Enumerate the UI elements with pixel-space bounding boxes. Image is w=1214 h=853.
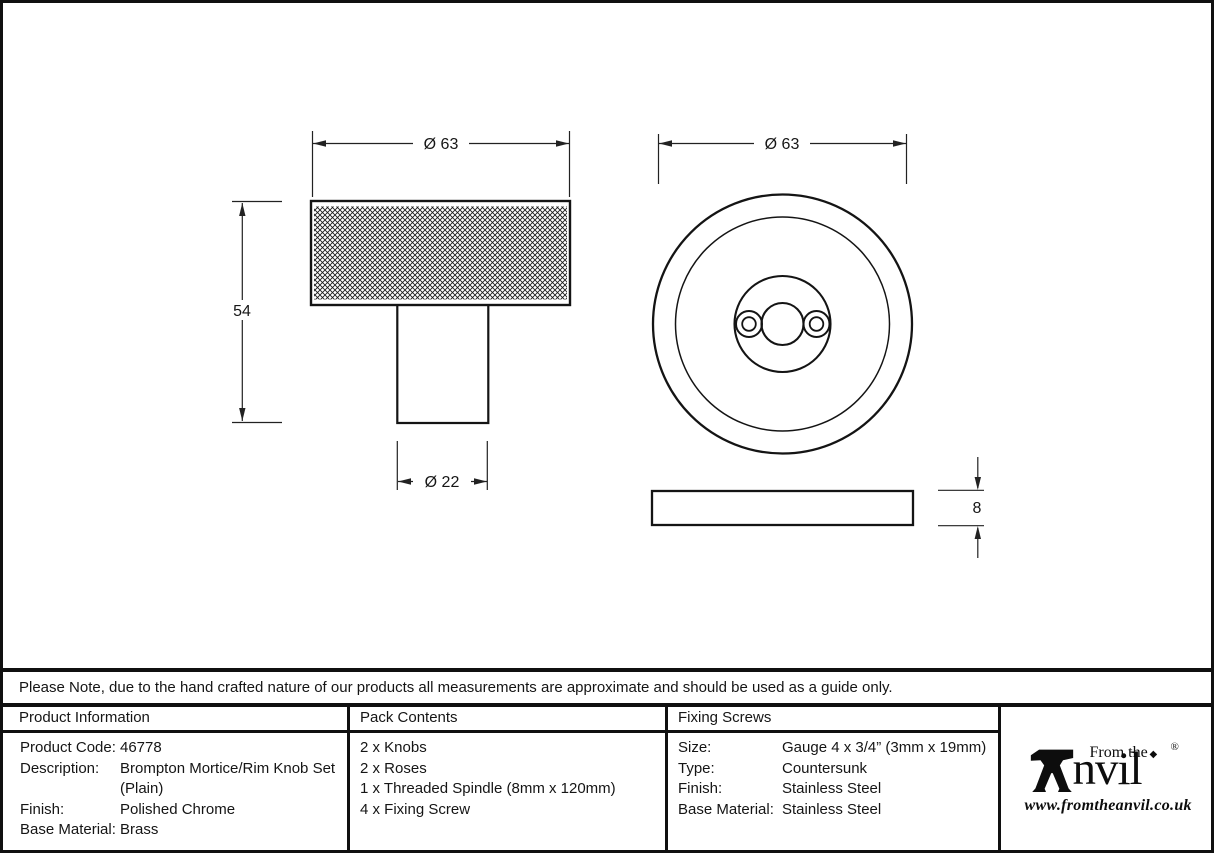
arrow-right-icon [556, 140, 569, 147]
knob-side-view [309, 199, 572, 425]
screw-hole-right-outer [802, 310, 831, 338]
divider-header-body [0, 730, 1001, 733]
row-label: Finish: [20, 800, 65, 818]
dimension-knob-height: 54 [232, 200, 282, 424]
pack-contents-body: 2 x Knobs 2 x Roses 1 x Threaded Spindle… [360, 738, 616, 820]
table-row: Product Code: 46778 [20, 738, 335, 759]
rose-thickness-label: 8 [973, 500, 982, 517]
stem-diameter-label: Ø 22 [425, 474, 460, 491]
arrow-up-icon [974, 526, 981, 539]
divider-drawing-note [0, 668, 1214, 672]
list-item: 1 x Threaded Spindle (8mm x 120mm) [360, 780, 616, 798]
extension-lines [311, 131, 571, 197]
arrow-left-icon [398, 478, 411, 485]
dimension-rose-diameter: Ø 63 [657, 133, 908, 184]
rose-outer-circle [651, 193, 914, 455]
table-row: Base Material: Stainless Steel [678, 800, 986, 821]
arrow-right-icon [893, 140, 906, 147]
rose-front-view [651, 193, 914, 455]
row-label: Type: [678, 759, 715, 777]
arrow-left-icon [659, 140, 672, 147]
anvil-icon [1030, 749, 1073, 792]
technical-drawing: Ø 63 54 Ø 22 [232, 131, 984, 558]
extension-lines [657, 134, 908, 184]
table-row: Finish: Polished Chrome [20, 800, 335, 821]
table-row: Finish: Stainless Steel [678, 779, 986, 800]
measurement-note: Please Note, due to the hand crafted nat… [19, 679, 893, 696]
screw-hole-right-inner [808, 316, 825, 332]
knob-stem-outline [396, 306, 490, 425]
screw-hole-left-outer [735, 310, 763, 338]
list-item: 2 x Knobs [360, 739, 427, 756]
column-divider-1 [347, 703, 350, 853]
from-the-anvil-logo: From the ◆ nvil ® www.fromtheanvil.co.uk [1025, 738, 1192, 818]
row-label: Size: [678, 739, 712, 756]
fixing-screws-body: Size: Gauge 4 x 3/4” (3mm x 19mm) Type: … [678, 738, 986, 820]
brand-logo-cell: From the ◆ nvil ® www.fromtheanvil.co.uk [1001, 707, 1210, 848]
knurl-texture [314, 206, 567, 300]
column-divider-3 [998, 703, 1001, 853]
arrow-up-icon [239, 203, 246, 216]
diamond-icon: ◆ [1149, 748, 1158, 760]
list-item: 4 x Fixing Screw [360, 800, 471, 818]
extension-lines [232, 200, 282, 424]
row-value: Countersunk [782, 759, 868, 777]
row-label: Base Material: [678, 800, 774, 818]
logo-brand-text: nvil [1072, 742, 1143, 795]
row-value: 46778 [120, 739, 162, 756]
dimension-knob-diameter: Ø 63 [311, 131, 571, 197]
row-label: Base Material: [20, 821, 116, 839]
pack-contents-header: Pack Contents [360, 709, 458, 726]
arrow-down-icon [239, 408, 246, 421]
registered-trademark-icon: ® [1170, 740, 1179, 753]
row-value: Brass [120, 821, 159, 839]
product-information-header: Product Information [19, 709, 150, 726]
row-value: Stainless Steel [782, 780, 882, 798]
knob-diameter-label: Ø 63 [424, 136, 459, 153]
logo-website-url: www.fromtheanvil.co.uk [1024, 796, 1192, 814]
divider-note-header [0, 703, 1214, 707]
product-information-body: Product Code: 46778 Description: Brompto… [20, 738, 335, 841]
row-value: Gauge 4 x 3/4” (3mm x 19mm) [782, 739, 987, 756]
label-mask [413, 133, 469, 153]
logo-tagline: From the [1089, 743, 1148, 761]
table-row: Type: Countersunk [678, 759, 986, 780]
column-divider-2 [665, 703, 668, 853]
extension-lines [396, 441, 488, 490]
row-label: Product Code: [20, 739, 116, 756]
table-row: Size: Gauge 4 x 3/4” (3mm x 19mm) [678, 738, 986, 759]
knob-height-label: 54 [233, 303, 251, 320]
label-mask [413, 471, 471, 491]
screw-hole-left-inner [741, 316, 757, 332]
row-value: Brompton Mortice/Rim Knob Set [120, 759, 336, 777]
table-row: Base Material: Brass [20, 820, 335, 841]
rose-diameter-label: Ø 63 [765, 136, 800, 153]
rose-inner-circle [674, 216, 891, 432]
arrow-right-icon [474, 478, 487, 485]
row-value: Stainless Steel [782, 800, 882, 818]
dimension-rose-thickness: 8 [938, 457, 984, 558]
label-mask [754, 133, 810, 153]
row-label: Description: [20, 759, 100, 777]
extension-lines [938, 489, 984, 527]
dimension-stem-diameter: Ø 22 [396, 441, 488, 491]
arrow-left-icon [313, 140, 326, 147]
row-value: (Plain) [120, 780, 164, 798]
table-row: Description: Brompton Mortice/Rim Knob S… [20, 759, 335, 780]
rose-side-outline [650, 489, 915, 527]
arrow-down-icon [974, 477, 981, 490]
fixing-screws-header: Fixing Screws [678, 709, 772, 726]
row-label [20, 779, 120, 800]
rose-side-view [650, 489, 915, 527]
spindle-hole [760, 301, 805, 347]
table-row: (Plain) [20, 779, 335, 800]
row-label: Finish: [678, 780, 723, 798]
list-item: 2 x Roses [360, 759, 427, 777]
row-value: Polished Chrome [120, 800, 236, 818]
rose-boss-circle [733, 274, 832, 374]
